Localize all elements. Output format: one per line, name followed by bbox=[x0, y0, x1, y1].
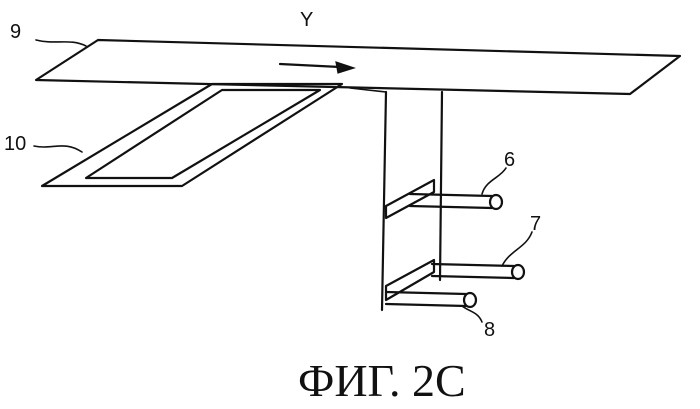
label-rod-6: 6 bbox=[504, 149, 515, 171]
rod-7 bbox=[432, 264, 524, 279]
leader-7 bbox=[502, 232, 532, 266]
plate-9 bbox=[36, 40, 680, 94]
label-rod-8: 8 bbox=[484, 319, 495, 341]
label-frame-10: 10 bbox=[4, 133, 26, 155]
slot-upper bbox=[386, 180, 434, 218]
panel-right-edge bbox=[440, 92, 442, 280]
label-direction-y: Y bbox=[300, 9, 313, 31]
rod-6 bbox=[410, 194, 502, 209]
frame-outer bbox=[42, 84, 342, 186]
label-rod-7: 7 bbox=[530, 213, 541, 235]
direction-arrow bbox=[280, 62, 354, 73]
support-panel bbox=[350, 88, 442, 310]
rod-8 bbox=[386, 292, 476, 307]
leader-9 bbox=[36, 40, 86, 46]
panel-left-edge bbox=[382, 92, 386, 310]
frame-10 bbox=[42, 84, 342, 186]
leader-8 bbox=[462, 306, 482, 322]
figure-caption: ФИГ. 2C bbox=[298, 355, 466, 406]
leader-6 bbox=[482, 168, 506, 194]
panel-slots bbox=[386, 180, 434, 300]
leader-10 bbox=[34, 146, 82, 152]
label-plate-9: 9 bbox=[10, 21, 21, 43]
frame-inner bbox=[86, 90, 320, 178]
